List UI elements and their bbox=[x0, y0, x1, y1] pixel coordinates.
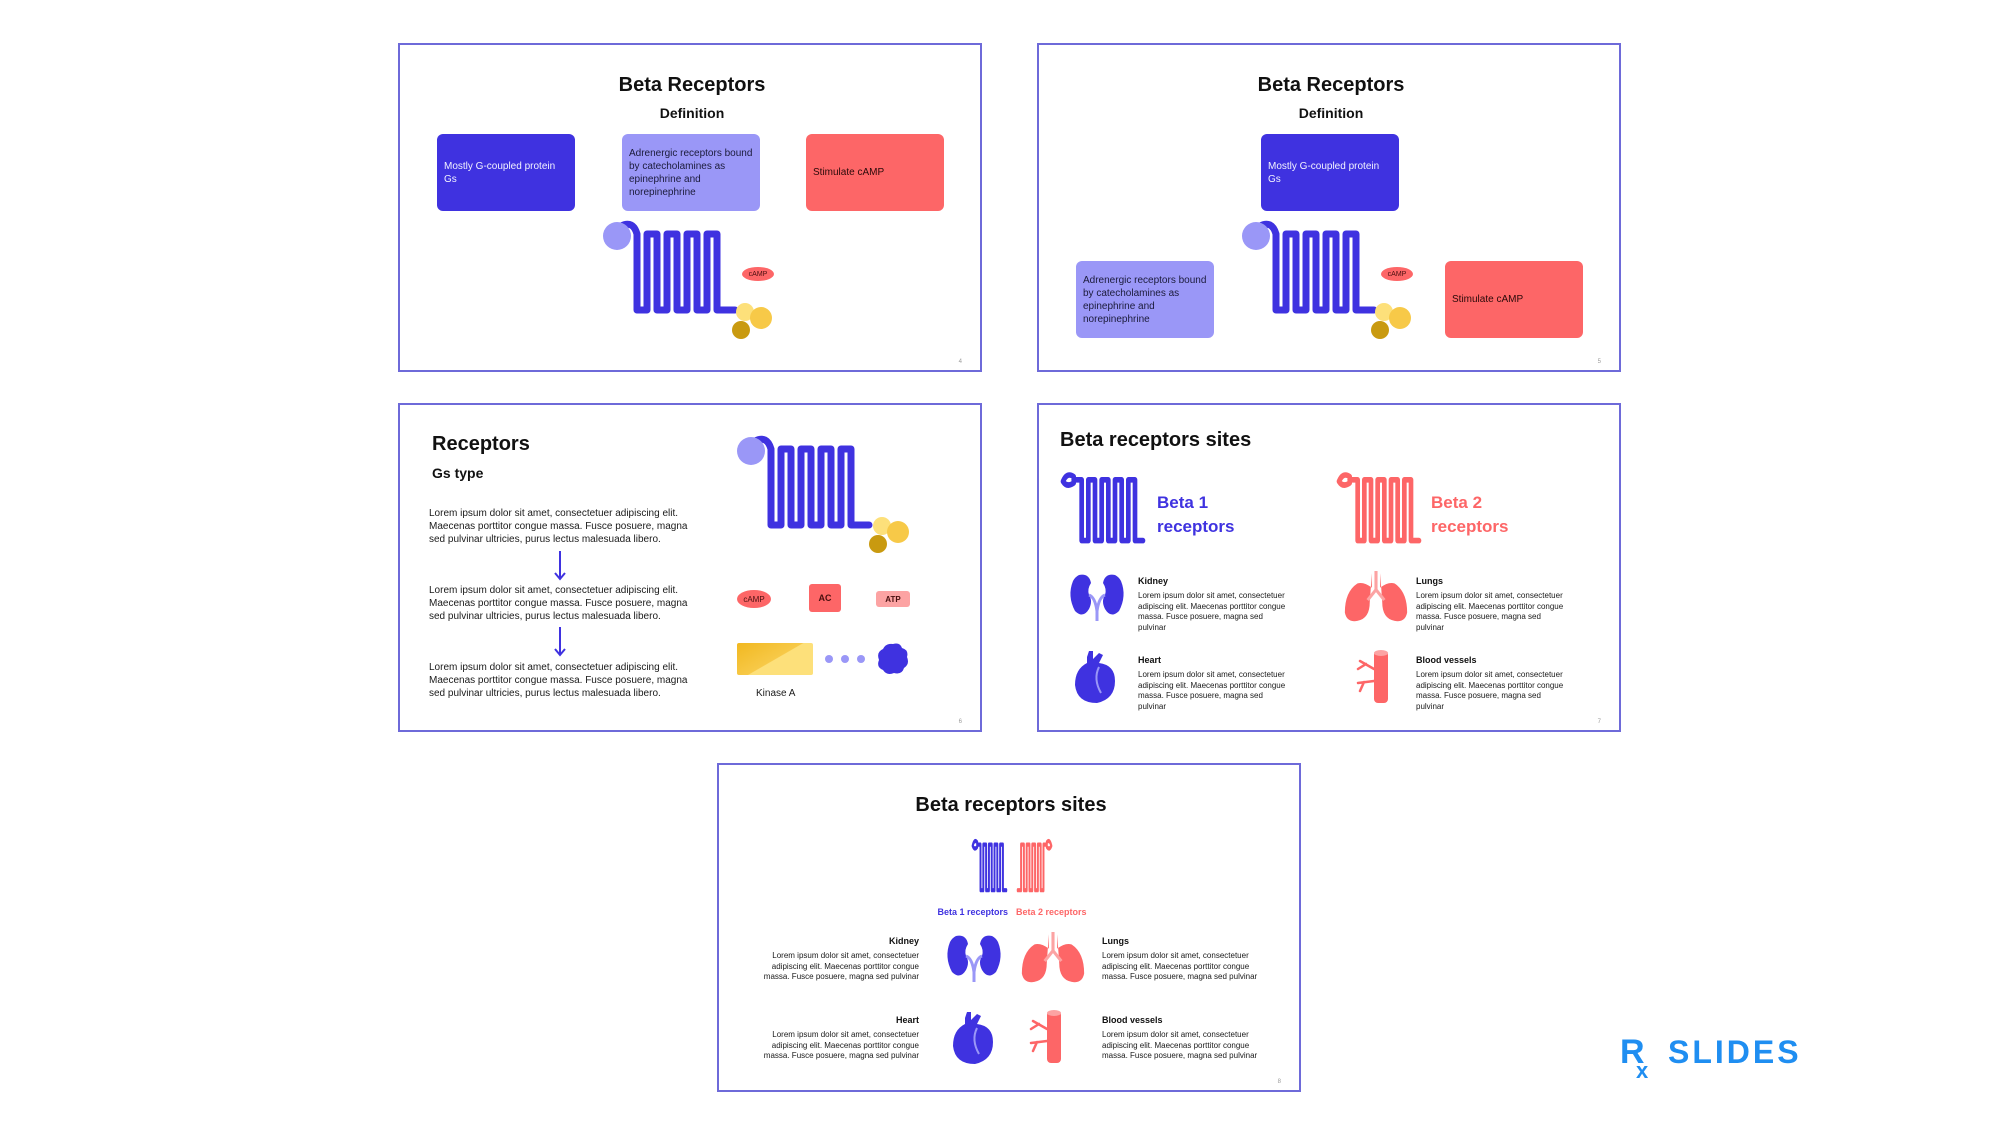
camp-pill: cAMP bbox=[1381, 267, 1413, 281]
heart-icon bbox=[1071, 648, 1121, 706]
lungs-icon bbox=[1342, 571, 1410, 625]
page-number: 5 bbox=[1597, 359, 1601, 365]
kinase-bar bbox=[737, 643, 813, 675]
slide-title: Beta Receptors bbox=[1257, 74, 1405, 96]
organ-title: Lungs bbox=[1416, 576, 1443, 586]
organ-text: Lorem ipsum dolor sit amet, consectetuer… bbox=[1416, 591, 1564, 632]
organ-title: Blood vessels bbox=[1102, 1015, 1163, 1025]
gprotein-subunits-icon bbox=[869, 517, 917, 557]
heart-icon bbox=[949, 1009, 999, 1067]
camp-pill: cAMP bbox=[737, 590, 771, 608]
adrenergic-box: Adrenergic receptors bound by catecholam… bbox=[1076, 261, 1214, 338]
dots-icon bbox=[825, 655, 865, 663]
page-number: 8 bbox=[1277, 1079, 1281, 1085]
arrow-down-icon bbox=[553, 627, 567, 657]
organ-text: Lorem ipsum dolor sit amet, consectetuer… bbox=[1102, 951, 1258, 981]
organ-text: Lorem ipsum dolor sit amet, consectetuer… bbox=[1138, 670, 1286, 711]
organ-title: Heart bbox=[1138, 655, 1162, 665]
slide-title: Receptors bbox=[432, 433, 530, 455]
slide-title: Beta receptors sites bbox=[915, 794, 1107, 816]
stimulate-box: Stimulate cAMP bbox=[1445, 261, 1583, 338]
kinase-label: Kinase A bbox=[756, 688, 796, 699]
svg-text:SLIDES: SLIDES bbox=[1668, 1034, 1802, 1070]
beta2-label: Beta 2 receptors bbox=[1016, 907, 1087, 917]
beta1-receptor-icon bbox=[1059, 467, 1159, 547]
ligand-icon bbox=[603, 222, 631, 250]
beta1-receptor-icon bbox=[971, 835, 1013, 895]
organ-text: Lorem ipsum dolor sit amet, consectetuer… bbox=[1416, 670, 1564, 711]
arrow-down-icon bbox=[553, 551, 567, 581]
beta1-label: Beta 1 receptors bbox=[1157, 493, 1235, 536]
beta2-receptor-icon bbox=[1335, 467, 1435, 547]
page-number: 4 bbox=[958, 359, 962, 365]
camp-pill: cAMP bbox=[742, 267, 774, 281]
adrenergic-box: Adrenergic receptors bound by catecholam… bbox=[622, 134, 760, 211]
paragraph-2: Lorem ipsum dolor sit amet, consectetuer… bbox=[429, 585, 688, 623]
slide-1[interactable]: Beta Receptors Definition Mostly G-coupl… bbox=[398, 43, 982, 372]
gprotein-box: Mostly G-coupled protein Gs bbox=[437, 134, 575, 211]
organ-text: Lorem ipsum dolor sit amet, consectetuer… bbox=[1138, 591, 1286, 632]
gprotein-subunits-icon bbox=[1371, 303, 1419, 343]
organ-title: Heart bbox=[895, 1015, 919, 1025]
slide-5[interactable]: Beta receptors sites Beta 1 receptors Be… bbox=[717, 763, 1301, 1092]
lungs-icon bbox=[1019, 932, 1087, 986]
page-number: 7 bbox=[1597, 719, 1601, 725]
ligand-icon bbox=[737, 437, 765, 465]
blood-vessel-icon bbox=[1025, 1009, 1075, 1065]
kidney-icon bbox=[1067, 570, 1127, 622]
beta1-label: Beta 1 receptors bbox=[937, 907, 1008, 917]
atp-box: ATP bbox=[876, 591, 910, 607]
beta2-receptor-icon bbox=[1011, 835, 1053, 895]
organ-text: Lorem ipsum dolor sit amet, consectetuer… bbox=[1102, 1030, 1258, 1060]
svg-text:x: x bbox=[1636, 1058, 1649, 1080]
ac-box: AC bbox=[809, 584, 841, 612]
organ-title: Kidney bbox=[1138, 576, 1169, 586]
page-number: 6 bbox=[958, 719, 962, 725]
stimulate-box: Stimulate cAMP bbox=[806, 134, 944, 211]
organ-title: Kidney bbox=[888, 936, 919, 946]
gprotein-subunits-icon bbox=[732, 303, 780, 343]
blood-vessel-icon bbox=[1352, 649, 1402, 705]
slide-title: Beta Receptors bbox=[618, 74, 766, 96]
organ-title: Blood vessels bbox=[1416, 655, 1477, 665]
slide-subtitle: Gs type bbox=[432, 465, 484, 481]
kidney-icon bbox=[944, 931, 1004, 983]
slide-title: Beta receptors sites bbox=[1060, 429, 1252, 451]
slide-2[interactable]: Beta Receptors Definition Mostly G-coupl… bbox=[1037, 43, 1621, 372]
gprotein-box: Mostly G-coupled protein Gs bbox=[1261, 134, 1399, 211]
organ-title: Lungs bbox=[1102, 936, 1129, 946]
slide-3[interactable]: Receptors Gs type Lorem ipsum dolor sit … bbox=[398, 403, 982, 732]
organ-text: Lorem ipsum dolor sit amet, consectetuer… bbox=[763, 951, 919, 981]
slide-subtitle: Definition bbox=[1298, 105, 1364, 121]
slide-4[interactable]: Beta receptors sites Beta 1 receptors Be… bbox=[1037, 403, 1621, 732]
organ-text: Lorem ipsum dolor sit amet, consectetuer… bbox=[763, 1030, 919, 1060]
rxslides-logo: R x SLIDES bbox=[1620, 1030, 1850, 1080]
paragraph-3: Lorem ipsum dolor sit amet, consectetuer… bbox=[429, 662, 688, 700]
protein-blob-icon bbox=[876, 642, 910, 676]
paragraph-1: Lorem ipsum dolor sit amet, consectetuer… bbox=[429, 508, 688, 546]
beta2-label: Beta 2 receptors bbox=[1431, 493, 1509, 536]
ligand-icon bbox=[1242, 222, 1270, 250]
svg-text:R: R bbox=[1620, 1033, 1645, 1071]
slide-subtitle: Definition bbox=[659, 105, 725, 121]
